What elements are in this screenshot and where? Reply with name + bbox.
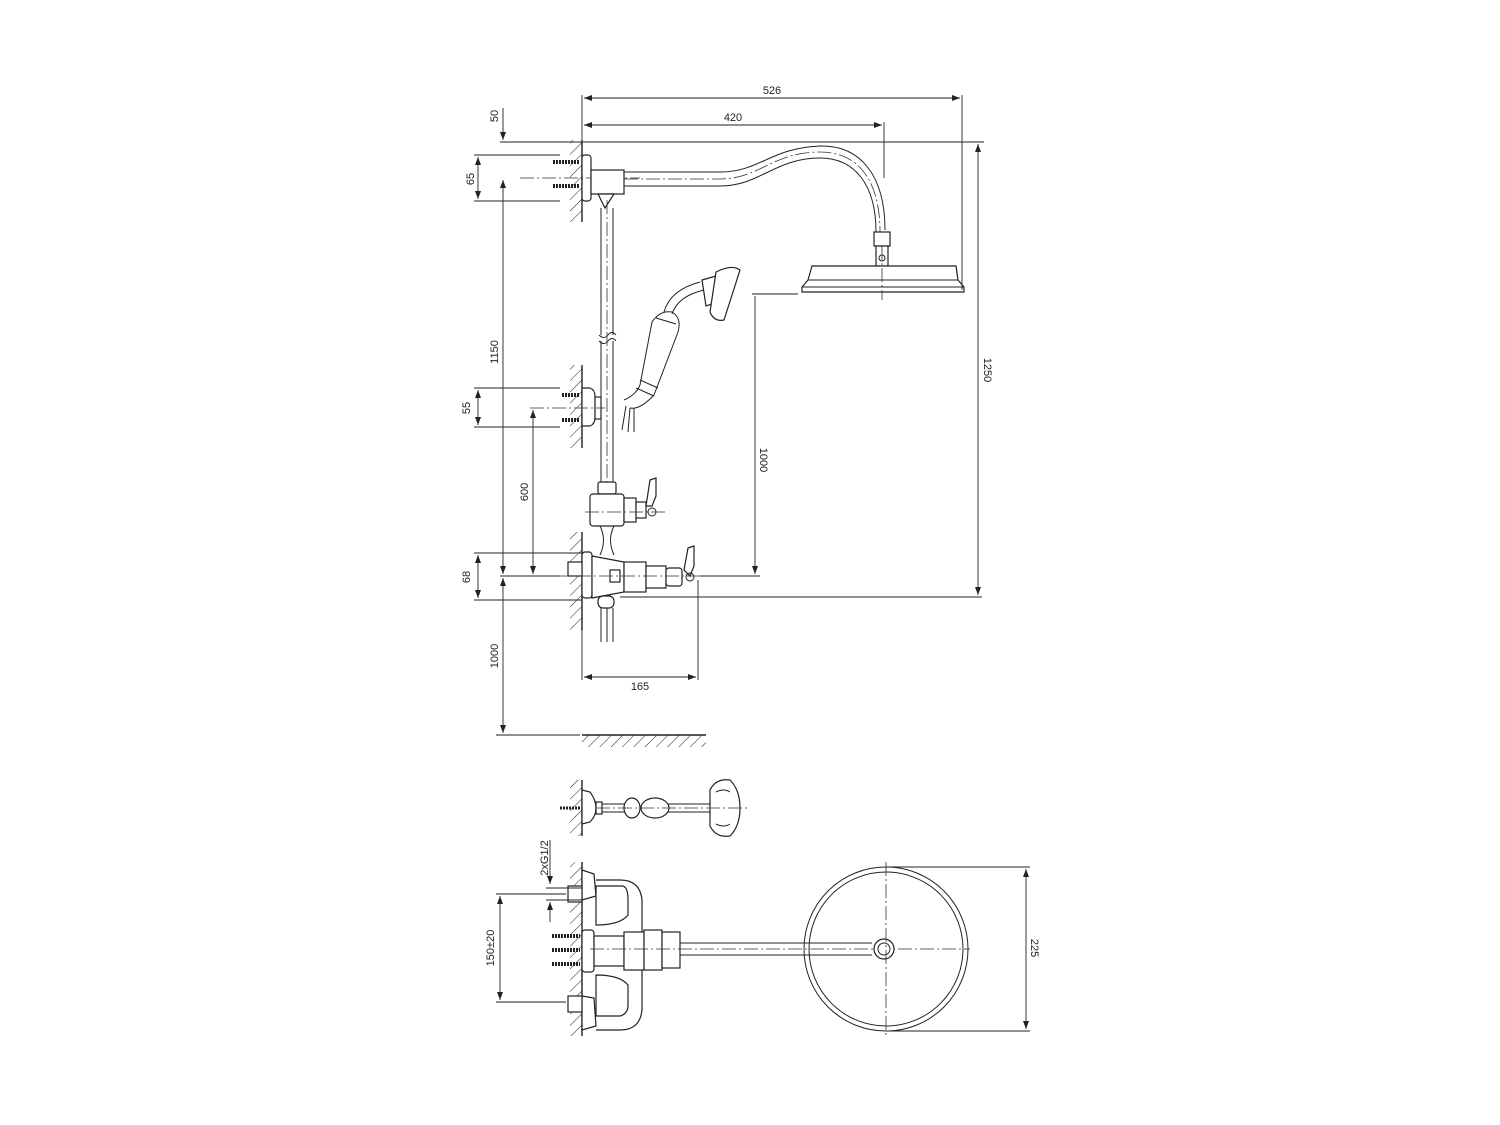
wall-hatch-bottom [570,532,583,630]
plan-view: 2xG1/2 150±20 225 [485,840,1040,1036]
floor-hatch [582,734,706,747]
middle-wall-bracket [530,387,605,427]
wall-hatch-top [570,140,583,222]
dim-65: 65 [465,173,477,185]
dim-150-20: 150±20 [485,930,497,967]
wall-hatch-middle [570,365,583,448]
dim-165: 165 [631,681,649,693]
dim-68: 68 [461,571,473,583]
dim-225: 225 [1028,939,1040,957]
dim-50: 50 [489,110,501,122]
dim-1000-handshower: 1000 [757,448,769,472]
dimension-lines [474,95,984,736]
dim-55: 55 [461,402,473,414]
dim-1150: 1150 [489,340,501,364]
riser-pipe [598,200,617,490]
screw-icon [553,160,580,188]
dim-600: 600 [519,483,531,501]
dim-1250: 1250 [981,358,993,382]
dim-526: 526 [763,85,781,97]
dim-thread-2xG1-2: 2xG1/2 [539,840,551,875]
diverter-valve [585,477,665,556]
rain-shower-head [801,246,965,300]
thermostatic-mixer [555,545,710,642]
hand-shower [621,266,741,433]
dim-420: 420 [724,112,742,124]
dim-1000-floor: 1000 [489,644,501,668]
hand-shower-holder-view [560,779,750,837]
overhead-arm [590,145,891,267]
side-elevation: 526 420 50 65 1150 55 600 68 1000 165 10… [461,85,993,747]
